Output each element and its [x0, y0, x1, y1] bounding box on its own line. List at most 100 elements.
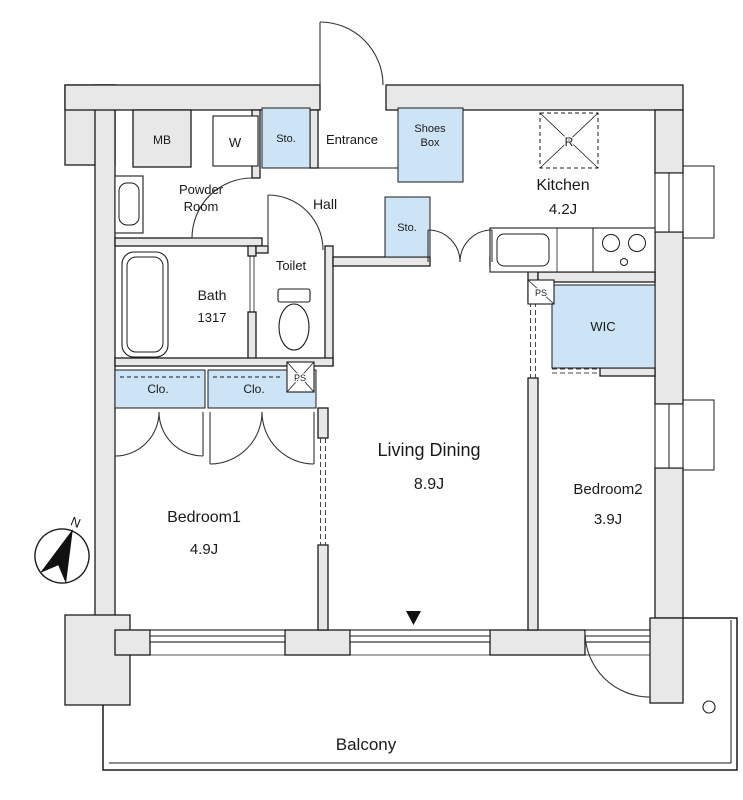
walls [64, 84, 684, 706]
bath-size-label: 1317 [198, 310, 227, 325]
window-exterior-fin [683, 165, 715, 239]
wall-segment [537, 271, 656, 283]
toilet-door-swing [267, 194, 324, 251]
window-exterior-fin [683, 399, 715, 471]
refrigerator-cross [539, 112, 599, 169]
wall-segment [114, 237, 263, 247]
hall-label: Hall [313, 196, 337, 212]
wall-segment [324, 245, 334, 366]
ld-door-swing [427, 229, 461, 263]
wall-segment [247, 311, 257, 366]
powder-room-label-2: Room [184, 199, 219, 214]
refrigerator-label: R [565, 135, 574, 149]
wall-segment [654, 231, 684, 405]
wall-segment [114, 629, 151, 656]
vanity-basin [118, 182, 140, 226]
kitchen-counter [489, 227, 656, 273]
pipe-space-hatch [286, 361, 315, 393]
closet-right-label: Clo. [243, 382, 264, 396]
partitions [318, 167, 598, 545]
wall-segment [284, 629, 351, 656]
wall-segment [309, 109, 319, 169]
toilet-tank [277, 288, 311, 303]
stove-burner [628, 234, 646, 252]
wall-segment [94, 84, 116, 631]
ld-door-swing [459, 229, 493, 263]
storage-entrance [261, 107, 311, 169]
shoes-box-label-1: Shoes [414, 123, 446, 135]
storage-hall-label: Sto. [397, 222, 417, 234]
living-dining-size-label: 8.9J [414, 476, 444, 493]
wall-segment [255, 245, 269, 254]
kitchen-sink [496, 233, 550, 267]
powder-room-label-1: Powder [179, 182, 224, 197]
kitchen-label: Kitchen [536, 177, 589, 194]
wall-segment [317, 544, 329, 631]
closet-door-swing [261, 411, 315, 465]
doors [114, 21, 651, 698]
wall-segment [489, 629, 586, 656]
wall-segment [114, 357, 334, 367]
wall-segment [64, 84, 321, 111]
bedroom1-size-label: 4.9J [190, 541, 218, 558]
washer-space [212, 115, 259, 167]
closet-door-swing [209, 411, 263, 465]
stove-burner [620, 258, 628, 266]
washer-label: W [229, 135, 242, 150]
storage-hall [384, 196, 431, 258]
balcony-drain [702, 700, 716, 714]
meter-box [132, 109, 192, 168]
fixtures [114, 109, 716, 714]
wall-column [649, 617, 684, 704]
compass: N [34, 513, 90, 584]
living-dining-label: Living Dining [377, 440, 480, 460]
walk-in-closet [551, 284, 656, 369]
north-arrow-icon [40, 529, 73, 584]
powder-door-swing [191, 177, 253, 239]
stove-burner [602, 234, 620, 252]
pipe-space-label: PS [535, 288, 547, 298]
meter-box-label: MB [153, 133, 171, 147]
refrigerator-space [539, 112, 599, 169]
balcony-label: Balcony [336, 735, 397, 754]
wall-segment [654, 109, 684, 174]
windows [115, 165, 715, 656]
wall-column [64, 614, 131, 706]
wall-segment [317, 407, 329, 439]
toilet-label: Toilet [276, 258, 307, 273]
bath-label: Bath [198, 287, 227, 303]
wall-segment [385, 84, 684, 111]
pipe-space-label: PS [294, 373, 306, 383]
wall-segment [332, 256, 431, 267]
bedroom2-size-label: 3.9J [594, 511, 622, 528]
wic-label: WIC [590, 319, 615, 334]
bedroom1-label: Bedroom1 [167, 509, 241, 526]
bathtub-icon [121, 251, 169, 358]
shoes-box-label-2: Box [421, 137, 440, 149]
wall-segment [599, 367, 656, 377]
stove [592, 227, 656, 273]
wall-segment [247, 245, 257, 257]
pipe-space-hatch [527, 279, 555, 305]
bedroom2-label: Bedroom2 [573, 481, 642, 498]
storage-entrance-label: Sto. [276, 133, 296, 145]
bedroom2-balcony-door-swing [584, 631, 651, 698]
shoes-box [397, 107, 464, 183]
compass-north-label: N [69, 513, 83, 530]
vanity-counter [114, 175, 144, 234]
entrance-door-swing [319, 21, 384, 86]
closet-left [114, 369, 206, 409]
closet-left-label: Clo. [147, 382, 168, 396]
balcony-rail-outer [102, 617, 738, 771]
bathtub-inner [126, 256, 164, 353]
labels: MB W Sto. Entrance Shoes Box R Kitchen 4… [147, 123, 642, 754]
toilet-bowl-icon [278, 303, 310, 351]
entrance-label: Entrance [326, 132, 378, 147]
closet-door-swing [158, 411, 204, 457]
balcony-outline [102, 617, 738, 771]
kitchen-size-label: 4.2J [549, 201, 577, 218]
wall-segment [527, 377, 539, 631]
balcony-rail-inner [109, 620, 732, 764]
